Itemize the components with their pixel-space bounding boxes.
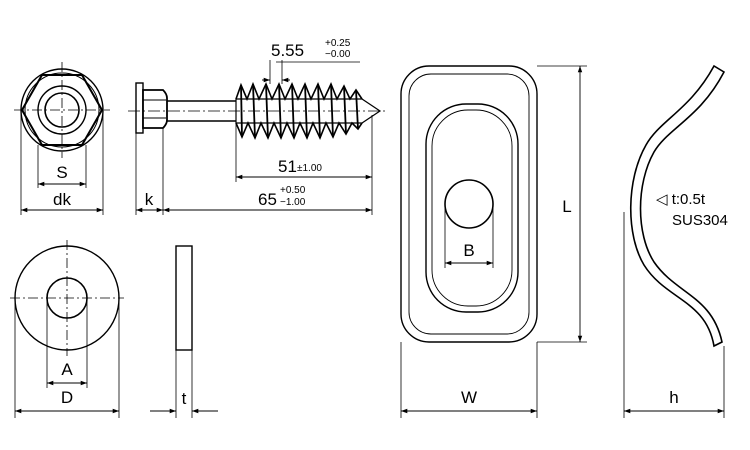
total-len-tol-lower: −1.00 [280, 197, 306, 208]
hex-head-profile [142, 89, 168, 129]
plate-front-view [400, 65, 587, 418]
bolt-head-front-view [14, 62, 110, 215]
washer-side-view [150, 245, 218, 418]
plate-bore-circle [444, 179, 494, 229]
plate-curve-profile [629, 64, 726, 348]
flange-profile [135, 82, 144, 134]
thread-crests-upper [235, 81, 363, 102]
k-label: k [145, 190, 154, 209]
thread-crests-lower [235, 120, 363, 141]
a-label: A [61, 360, 73, 379]
l-label: L [562, 197, 571, 216]
total-len-tol-upper: +0.50 [280, 185, 306, 196]
plate-outline [400, 65, 538, 343]
pitch-tol-lower: −0.00 [325, 49, 351, 60]
plate-side-view [623, 64, 726, 418]
washer-front-view [10, 240, 124, 418]
plate-recess-outer [425, 103, 519, 313]
thickness-note: ◁ t:0.5t [656, 191, 706, 208]
thread-len-tol: ±1.00 [297, 163, 322, 174]
plate-inner-edge [408, 73, 530, 335]
s-label: S [56, 163, 67, 182]
thread-flanks [240, 83, 359, 139]
h-label: h [669, 388, 678, 407]
bolt-side-view [128, 60, 386, 215]
thread-len-value: 51 [278, 157, 297, 176]
washer-thickness-profile [175, 245, 193, 351]
d-label: D [61, 388, 73, 407]
total-len-value: 65 [258, 190, 277, 209]
t-label: t [182, 389, 187, 408]
plate-recess-inner [431, 109, 513, 307]
pitch-value: 5.55 [271, 41, 304, 60]
pitch-tol-upper: +0.25 [325, 38, 351, 49]
dk-label: dk [53, 190, 71, 209]
material-note: SUS304 [672, 212, 728, 229]
w-label: W [461, 388, 477, 407]
b-label: B [463, 241, 474, 260]
